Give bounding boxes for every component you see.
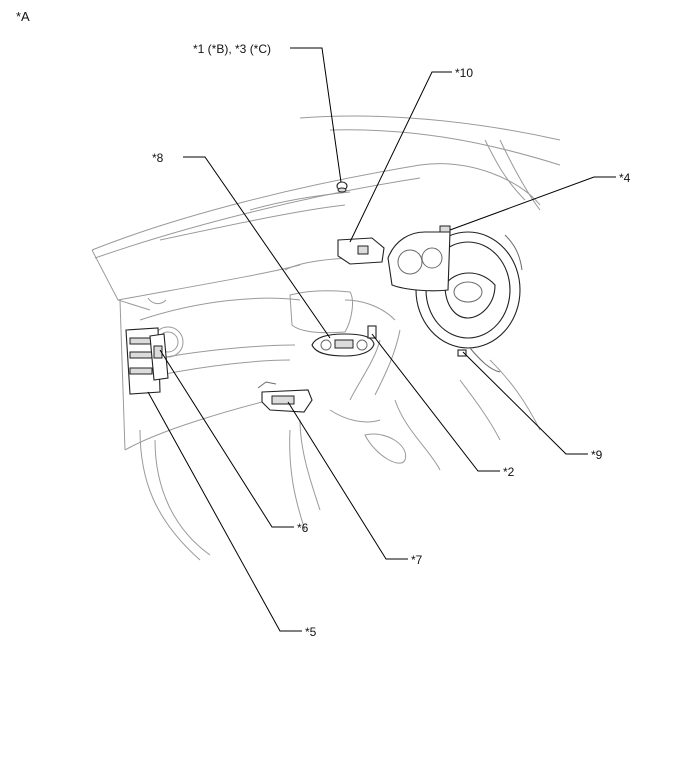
leader-c4 xyxy=(449,176,616,231)
leader-c5 xyxy=(147,391,302,632)
leader-c2 xyxy=(371,333,500,472)
leader-c9 xyxy=(462,351,588,455)
component-1-3 xyxy=(336,181,348,193)
leader-c6 xyxy=(159,349,294,528)
leader-c8 xyxy=(183,156,331,339)
component-6 xyxy=(149,333,169,381)
seat-outline xyxy=(139,359,541,561)
windshield-outline xyxy=(299,115,561,211)
combination-meter xyxy=(387,225,451,292)
callout-4: *4 xyxy=(619,171,631,185)
leader-c10 xyxy=(349,71,452,243)
component-8 xyxy=(311,333,375,357)
component-7 xyxy=(257,381,313,413)
component-2 xyxy=(367,325,377,339)
leader-c7 xyxy=(287,401,408,560)
callout-2: *2 xyxy=(503,465,515,479)
component-9 xyxy=(457,349,467,357)
callout-6: *6 xyxy=(297,521,309,535)
callout-7: *7 xyxy=(411,553,423,567)
callout-5: *5 xyxy=(305,625,317,639)
callout-9: *9 xyxy=(591,448,603,462)
leader-c1 xyxy=(290,47,342,183)
component-10 xyxy=(337,237,385,265)
callout-10: *10 xyxy=(455,66,474,80)
callout-1-3: *1 (*B), *3 (*C) xyxy=(193,42,272,56)
figure-id-label: *A xyxy=(16,9,30,24)
dashboard-top xyxy=(91,163,541,311)
leader-lines xyxy=(147,47,616,632)
callout-8: *8 xyxy=(152,151,164,165)
